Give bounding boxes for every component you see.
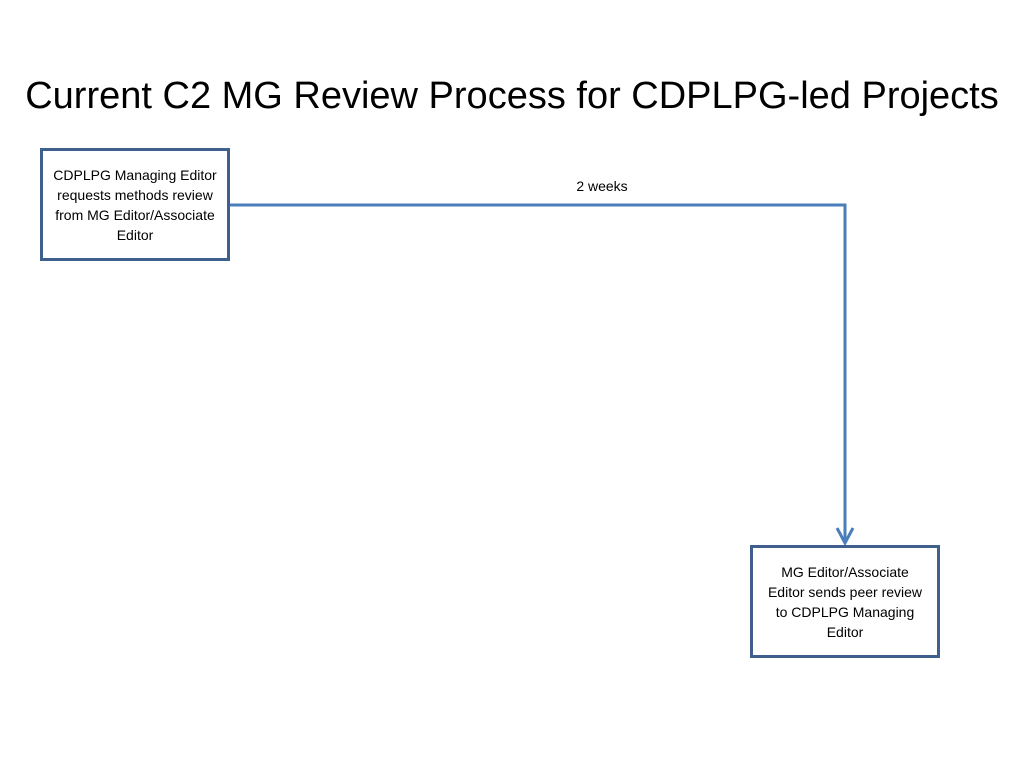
- slide-title: Current C2 MG Review Process for CDPLPG-…: [25, 75, 999, 117]
- step-request-box: CDPLPG Managing Editor requests methods …: [40, 148, 230, 261]
- duration-label: 2 weeks: [576, 178, 628, 194]
- step-request-text: CDPLPG Managing Editor requests methods …: [53, 166, 217, 243]
- step-response-box: MG Editor/Associate Editor sends peer re…: [750, 545, 940, 658]
- connector-line: [230, 203, 847, 541]
- arrowhead-icon: [835, 527, 855, 547]
- step-response-text: MG Editor/Associate Editor sends peer re…: [767, 563, 923, 640]
